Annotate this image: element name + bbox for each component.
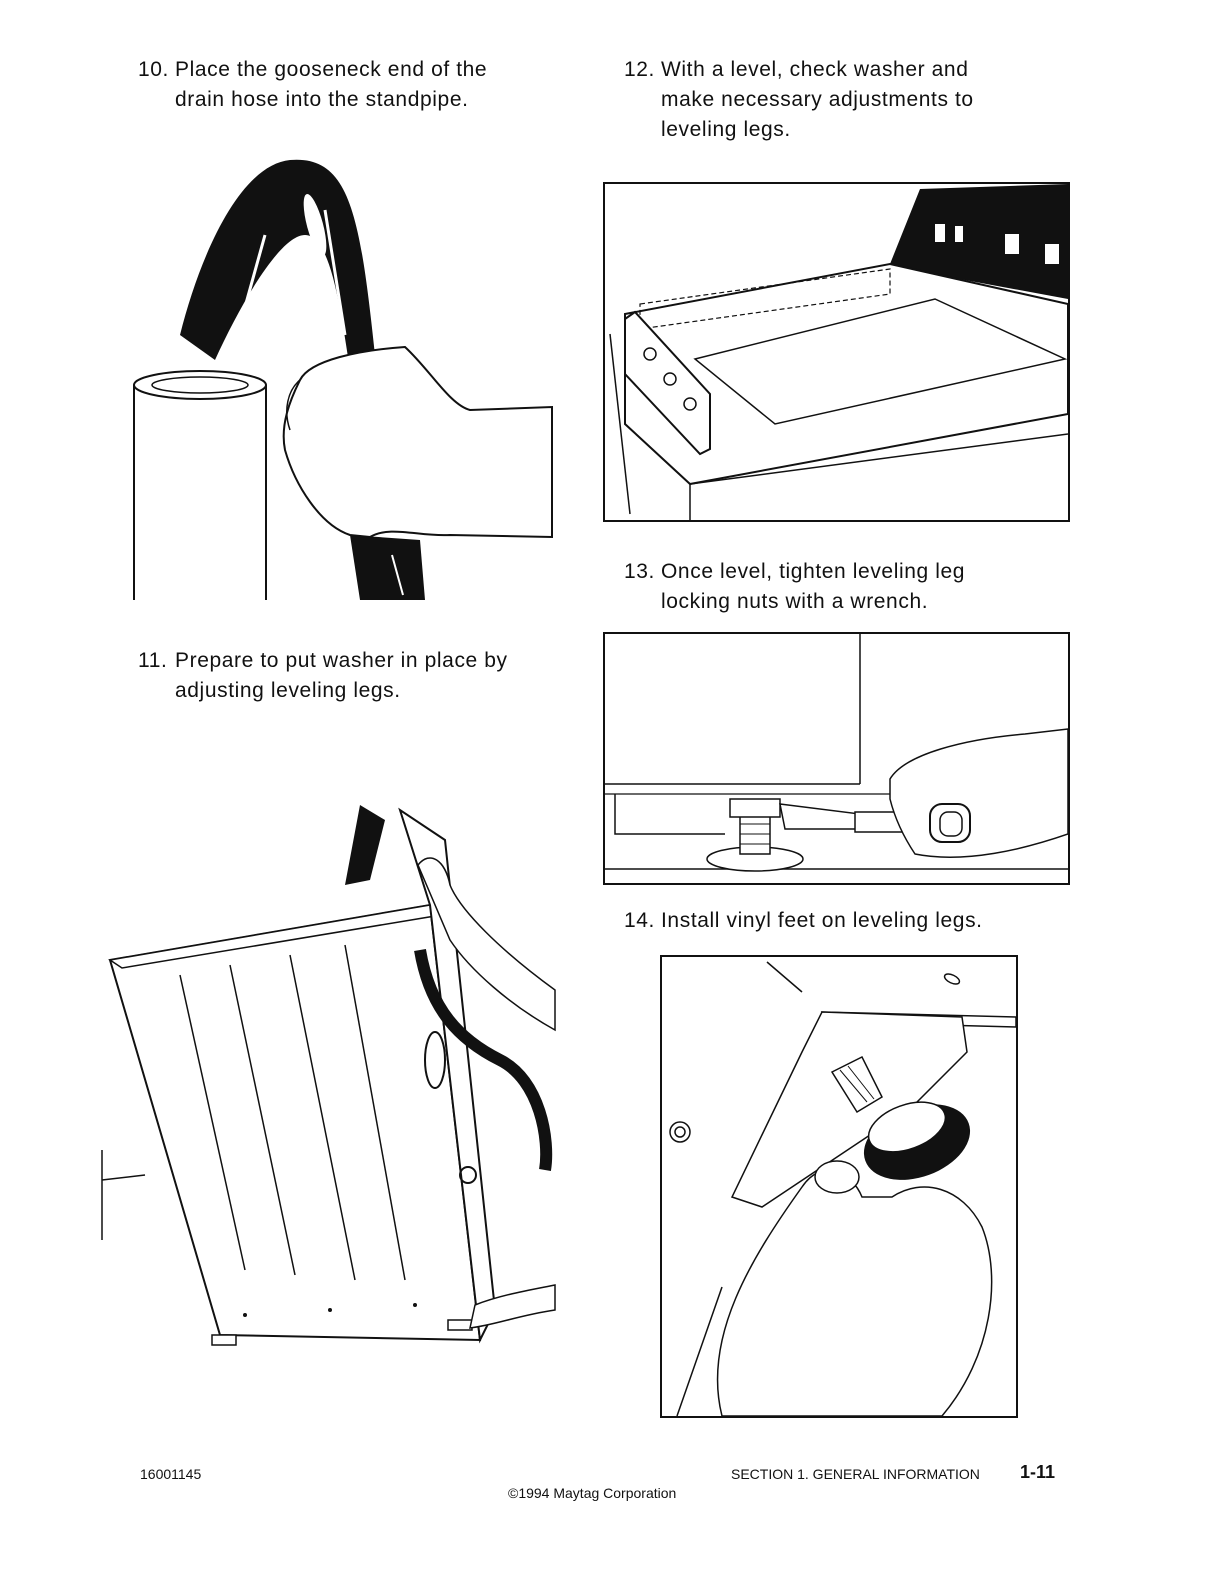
- step-line: drain hose into the standpipe.: [175, 88, 469, 111]
- wrench-tightening-illustration: [603, 632, 1070, 885]
- step-10-text: 10. Place the gooseneck end of the drain …: [138, 55, 487, 115]
- step-line: adjusting leveling legs.: [175, 679, 401, 702]
- step-number: 11.: [138, 649, 168, 672]
- step-number: 14.: [624, 909, 655, 932]
- step-line: Once level, tighten leveling leg: [661, 560, 966, 583]
- step-line: make necessary adjustments to: [661, 88, 974, 111]
- step-line: Install vinyl feet on leveling legs.: [661, 909, 983, 932]
- tilted-washer-illustration: [100, 790, 560, 1360]
- copyright-text: ©1994 Maytag Corporation: [508, 1485, 677, 1501]
- step-line: leveling legs.: [661, 118, 791, 141]
- step-line: locking nuts with a wrench.: [661, 590, 929, 613]
- step-12-text: 12. With a level, check washer and make n…: [624, 55, 974, 145]
- document-number: 16001145: [140, 1466, 202, 1482]
- step-number: 12.: [624, 58, 655, 81]
- level-check-illustration: [603, 182, 1070, 522]
- page-number: 1-11: [1020, 1462, 1056, 1482]
- step-11-text: 11. Prepare to put washer in place by adj…: [138, 646, 508, 706]
- step-line: Place the gooseneck end of the: [175, 58, 488, 81]
- step-13-text: 13. Once level, tighten leveling leg lock…: [624, 557, 965, 617]
- drain-hose-illustration: [120, 155, 560, 605]
- step-line: With a level, check washer and: [661, 58, 969, 81]
- step-number: 10.: [138, 58, 169, 81]
- step-14-text: 14. Install vinyl feet on leveling legs.: [624, 906, 983, 936]
- step-line: Prepare to put washer in place by: [175, 649, 508, 672]
- vinyl-foot-illustration: [660, 955, 1018, 1418]
- step-number: 13.: [624, 560, 655, 583]
- section-title: SECTION 1. GENERAL INFORMATION: [731, 1466, 980, 1482]
